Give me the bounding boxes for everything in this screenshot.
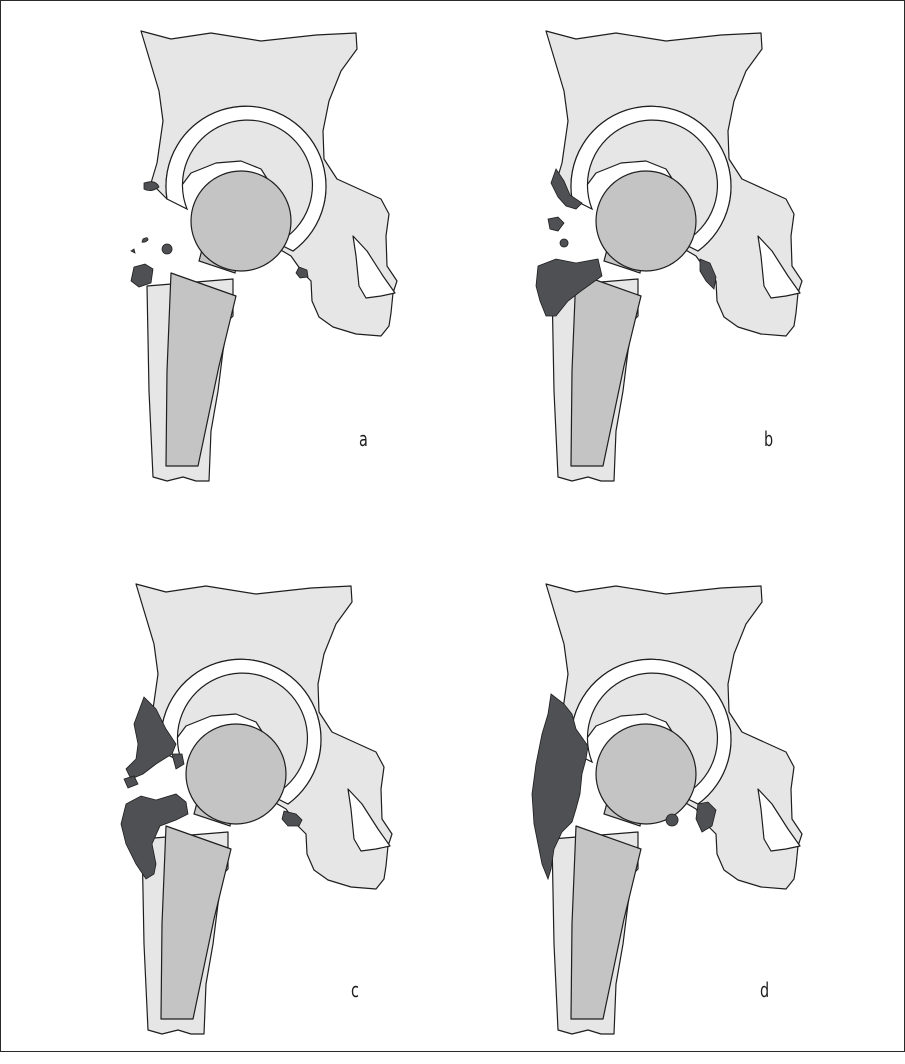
femoral-head-icon	[186, 724, 286, 824]
heterotopic-ossification-icon	[162, 244, 172, 254]
panel-label-d: d	[760, 978, 769, 1002]
heterotopic-ossification-icon	[142, 238, 148, 243]
panel-label-b: b	[764, 427, 773, 451]
heterotopic-ossification-icon	[548, 217, 564, 231]
hip-prosthesis-drawing-c	[96, 564, 496, 1064]
heterotopic-ossification-icon	[131, 249, 135, 253]
hip-prosthesis-drawing-d	[506, 564, 905, 1064]
hip-prosthesis-drawing-b	[506, 11, 905, 511]
heterotopic-ossification-icon	[560, 239, 568, 247]
hip-prosthesis-drawing-a	[101, 11, 501, 511]
panel-c: c	[96, 564, 496, 1064]
heterotopic-ossification-icon	[172, 754, 184, 769]
femoral-head-icon	[596, 171, 696, 271]
femoral-stem-icon	[166, 273, 236, 466]
panel-label-c: c	[351, 978, 359, 1002]
heterotopic-ossification-icon	[124, 776, 138, 788]
femoral-head-icon	[191, 171, 291, 271]
panel-label-a: a	[359, 427, 368, 451]
femoral-head-icon	[596, 724, 696, 824]
panel-d: d	[506, 564, 905, 1064]
femoral-stem-icon	[161, 826, 231, 1019]
heterotopic-ossification-icon	[131, 264, 153, 287]
femoral-stem-icon	[571, 826, 641, 1019]
femoral-stem-icon	[571, 273, 641, 466]
panel-a: a	[101, 11, 501, 511]
heterotopic-ossification-icon	[666, 814, 678, 826]
panel-b: b	[506, 11, 905, 511]
